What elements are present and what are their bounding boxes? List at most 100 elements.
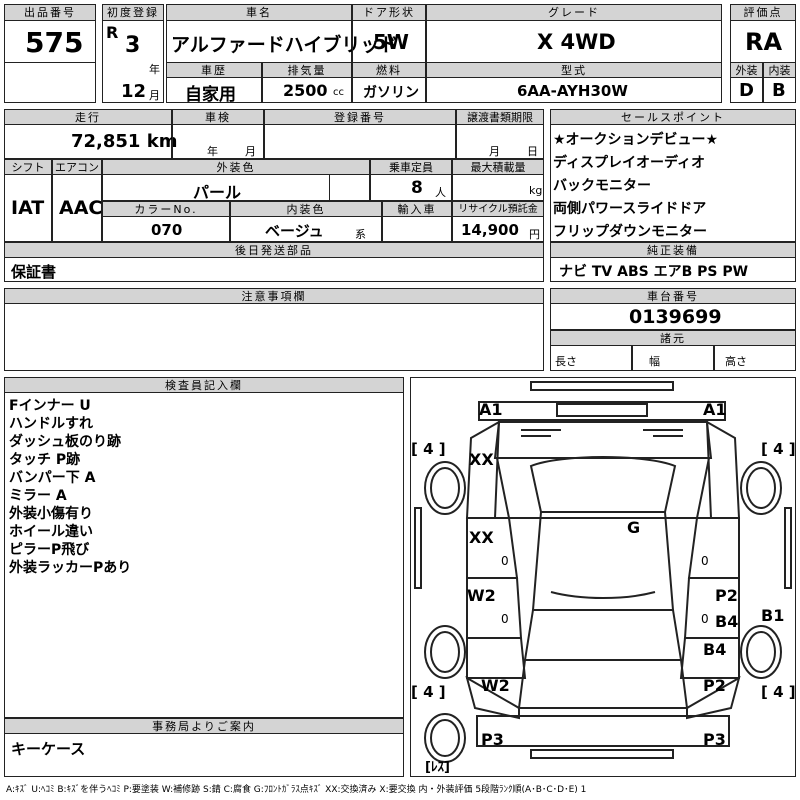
shift-box: IAT bbox=[4, 174, 52, 242]
displacement: 2500 bbox=[283, 81, 328, 100]
first-reg-box: R 3 年 12 月 bbox=[102, 20, 164, 103]
equipment-header: 純正装備 bbox=[550, 242, 796, 258]
spare-tire-label: [ﾚｽ] bbox=[425, 760, 450, 775]
specs-header: 諸元 bbox=[550, 330, 796, 346]
chassis-header: 車台番号 bbox=[550, 288, 796, 304]
max-load-box: kg bbox=[452, 174, 544, 201]
car-diagram: A1 A1 [ 4 ] [ 4 ] XX G XX 0 0 W2 P2 B1 B… bbox=[410, 377, 796, 777]
recycle-header: リサイクル預託金 bbox=[452, 201, 544, 217]
displacement-box: 2500 cc bbox=[262, 77, 352, 103]
int-grade-box: B bbox=[763, 77, 796, 103]
mark-a1-left: A1 bbox=[479, 400, 503, 419]
mark-xx-door: XX bbox=[469, 528, 494, 547]
sales-point-item: ディスプレイオーディオ bbox=[553, 155, 706, 171]
later-parts-header: 後日発送部品 bbox=[4, 242, 544, 258]
inspection-year: 年 bbox=[207, 145, 218, 158]
ac-box: AAC bbox=[52, 174, 102, 242]
score-box: RA bbox=[730, 20, 796, 63]
equipment-box: ナビ TV ABS エアB PS PW bbox=[550, 257, 796, 282]
capacity-header: 乗車定員 bbox=[370, 159, 452, 175]
tire-rr-score: [ 4 ] bbox=[761, 683, 796, 701]
car-name-header: 車名 bbox=[166, 4, 352, 21]
inspector-line: ハンドルすれ bbox=[9, 416, 93, 432]
mark-g: G bbox=[627, 518, 641, 537]
ext-grade-header: 外装 bbox=[730, 62, 763, 78]
history-header: 車歴 bbox=[166, 62, 262, 78]
capacity: 8 bbox=[411, 178, 423, 198]
reg-no-header: 登録番号 bbox=[264, 109, 456, 125]
specs-height-box: 高さ bbox=[714, 345, 796, 371]
reg-month: 12 bbox=[121, 81, 147, 102]
lot-number-header: 出品番号 bbox=[4, 4, 96, 21]
first-reg-header: 初度登録 bbox=[102, 4, 164, 21]
transfer-month: 月 bbox=[489, 145, 500, 158]
reg-no-box bbox=[264, 124, 456, 159]
recycle-unit: 円 bbox=[529, 228, 540, 241]
car-name: アルファードハイブリッド bbox=[171, 34, 399, 56]
max-load-unit: kg bbox=[529, 184, 543, 197]
score: RA bbox=[745, 28, 783, 56]
color-no-header: カラーNo. bbox=[102, 201, 230, 217]
displacement-unit: cc bbox=[333, 87, 344, 98]
notes-header: 注意事項欄 bbox=[4, 288, 544, 304]
sales-points-box: ★オークションデビュー★ ディスプレイオーディオ バックモニター 両側パワースラ… bbox=[550, 124, 796, 242]
door-box: 5W bbox=[352, 20, 426, 63]
mark-zero-3: 0 bbox=[501, 612, 509, 626]
sales-point-item: フリップダウンモニター bbox=[553, 224, 707, 240]
history-box: 自家用 bbox=[166, 77, 262, 105]
transfer-box: 月 日 bbox=[456, 124, 544, 159]
tire-fr-score: [ 4 ] bbox=[761, 440, 796, 458]
mileage-header: 走行 bbox=[4, 109, 172, 125]
inspector-line: ミラー A bbox=[9, 488, 67, 504]
color-box-extra bbox=[329, 174, 370, 201]
interior-color: ベージュ bbox=[265, 222, 324, 240]
inspector-line: ホイール違い bbox=[9, 524, 93, 540]
car-name-box: アルファードハイブリッド bbox=[166, 20, 398, 63]
color: パール bbox=[193, 183, 242, 202]
mark-p3-left: P3 bbox=[481, 730, 504, 749]
later-parts: 保証書 bbox=[11, 263, 57, 281]
color-box: パール bbox=[102, 174, 330, 202]
chassis-number: 0139699 bbox=[629, 306, 722, 328]
mark-zero-1: 0 bbox=[501, 554, 509, 568]
notes-box bbox=[4, 303, 544, 371]
office-header: 事務局よりご案内 bbox=[4, 718, 404, 734]
ext-grade: D bbox=[739, 80, 754, 101]
inspection-box: 年 月 bbox=[172, 124, 264, 159]
specs-width: 幅 bbox=[649, 355, 660, 368]
import-header: 輸入車 bbox=[382, 201, 452, 217]
inspector-header: 検査員記入欄 bbox=[4, 377, 404, 393]
mark-w2-rear: W2 bbox=[481, 676, 510, 695]
specs-width-box: 幅 bbox=[632, 345, 714, 371]
grade-header: グレード bbox=[426, 4, 722, 21]
specs-length-box: 長さ bbox=[550, 345, 632, 371]
ac: AAC bbox=[59, 197, 103, 219]
model-box: 6AA-AYH30W bbox=[426, 77, 722, 103]
sales-points-header: セールスポイント bbox=[550, 109, 796, 125]
inspector-line: ダッシュ板のり跡 bbox=[9, 434, 121, 450]
mileage: 72,851 km bbox=[71, 131, 178, 152]
inspection-header: 車検 bbox=[172, 109, 264, 125]
sales-point-item: ★オークションデビュー★ bbox=[553, 132, 719, 148]
interior-color-suffix: 系 bbox=[355, 228, 366, 241]
ac-header: エアコン bbox=[52, 159, 102, 175]
ext-grade-box: D bbox=[730, 77, 763, 103]
fuel-box: ガソリン bbox=[352, 77, 426, 103]
era-year: 3 bbox=[125, 33, 141, 58]
mark-w2-left: W2 bbox=[467, 586, 496, 605]
month-suffix: 月 bbox=[149, 89, 160, 102]
era: R bbox=[106, 23, 119, 42]
grade: X 4WD bbox=[537, 30, 616, 54]
office-note: キーケース bbox=[11, 740, 86, 758]
max-load-header: 最大積載量 bbox=[452, 159, 544, 175]
mileage-box: 72,851 km bbox=[4, 124, 177, 159]
grade-box: X 4WD bbox=[426, 20, 722, 63]
inspection-month: 月 bbox=[245, 145, 256, 158]
int-grade-header: 内装 bbox=[763, 62, 796, 78]
mark-xx-front: XX bbox=[469, 450, 494, 469]
sales-point-item: バックモニター bbox=[553, 178, 651, 194]
inspector-line: ピラーP飛び bbox=[9, 542, 90, 558]
interior-color-header: 内装色 bbox=[230, 201, 382, 217]
shift: IAT bbox=[11, 197, 45, 219]
door-header: ドア形状 bbox=[352, 4, 426, 21]
